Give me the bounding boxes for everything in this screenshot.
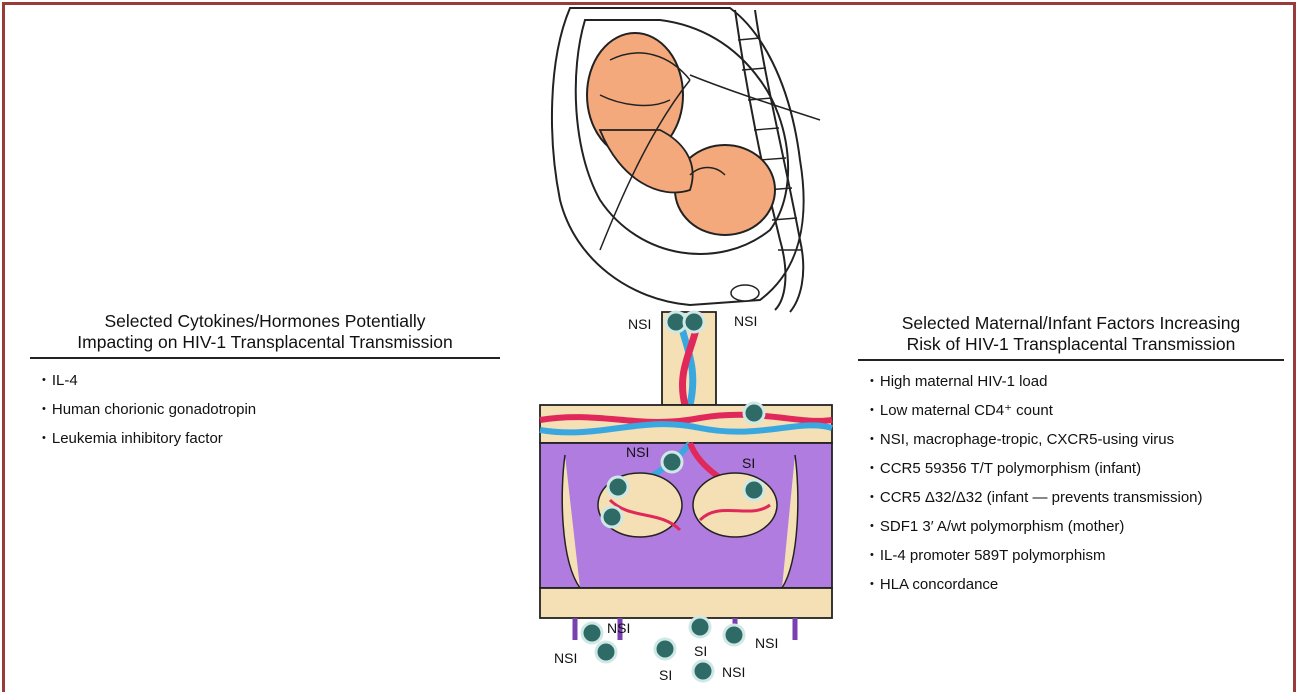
list-item: SDF1 3′ A/wt polymorphism (mother) (870, 513, 1284, 542)
virus-label-nsi-bottom-4: NSI (755, 635, 778, 651)
maternal-infant-factors-panel: Selected Maternal/Infant Factors Increas… (858, 313, 1284, 600)
list-item: High maternal HIV-1 load (870, 368, 1284, 397)
list-item: Human chorionic gonadotropin (42, 396, 500, 425)
virus-label-nsi-bottom-2: NSI (554, 650, 577, 666)
virus-label-si-villus: SI (742, 455, 755, 471)
virus-label-si-bottom-3: SI (694, 643, 707, 659)
virus-label-nsi-bottom-1: NSI (607, 620, 630, 636)
virus-label-nsi-bottom-6: NSI (722, 664, 745, 680)
virus-label-nsi-cord-left: NSI (628, 316, 651, 332)
list-item: CCR5 59356 T/T polymorphism (infant) (870, 455, 1284, 484)
cytokines-hormones-title: Selected Cytokines/Hormones Potentially … (30, 311, 500, 359)
list-item: CCR5 Δ32/Δ32 (infant — prevents transmis… (870, 484, 1284, 513)
virus-label-si-bottom-5: SI (659, 667, 672, 683)
list-item: NSI, macrophage-tropic, CXCR5-using viru… (870, 426, 1284, 455)
virus-label-nsi-villus: NSI (626, 444, 649, 460)
pregnant-uterus-drawing (552, 8, 820, 312)
list-item: IL-4 (42, 367, 500, 396)
cytokines-hormones-list: IL-4 Human chorionic gonadotropin Leukem… (30, 367, 500, 454)
placenta-block (540, 405, 832, 640)
maternal-infant-factors-title: Selected Maternal/Infant Factors Increas… (858, 313, 1284, 361)
maternal-infant-factors-list: High maternal HIV-1 load Low maternal CD… (858, 368, 1284, 600)
virus-label-nsi-cord-right: NSI (734, 313, 757, 329)
cytokines-hormones-panel: Selected Cytokines/Hormones Potentially … (30, 311, 500, 454)
list-item: HLA concordance (870, 571, 1284, 600)
list-item: Leukemia inhibitory factor (42, 425, 500, 454)
list-item: Low maternal CD4⁺ count (870, 397, 1284, 426)
list-item: IL-4 promoter 589T polymorphism (870, 542, 1284, 571)
